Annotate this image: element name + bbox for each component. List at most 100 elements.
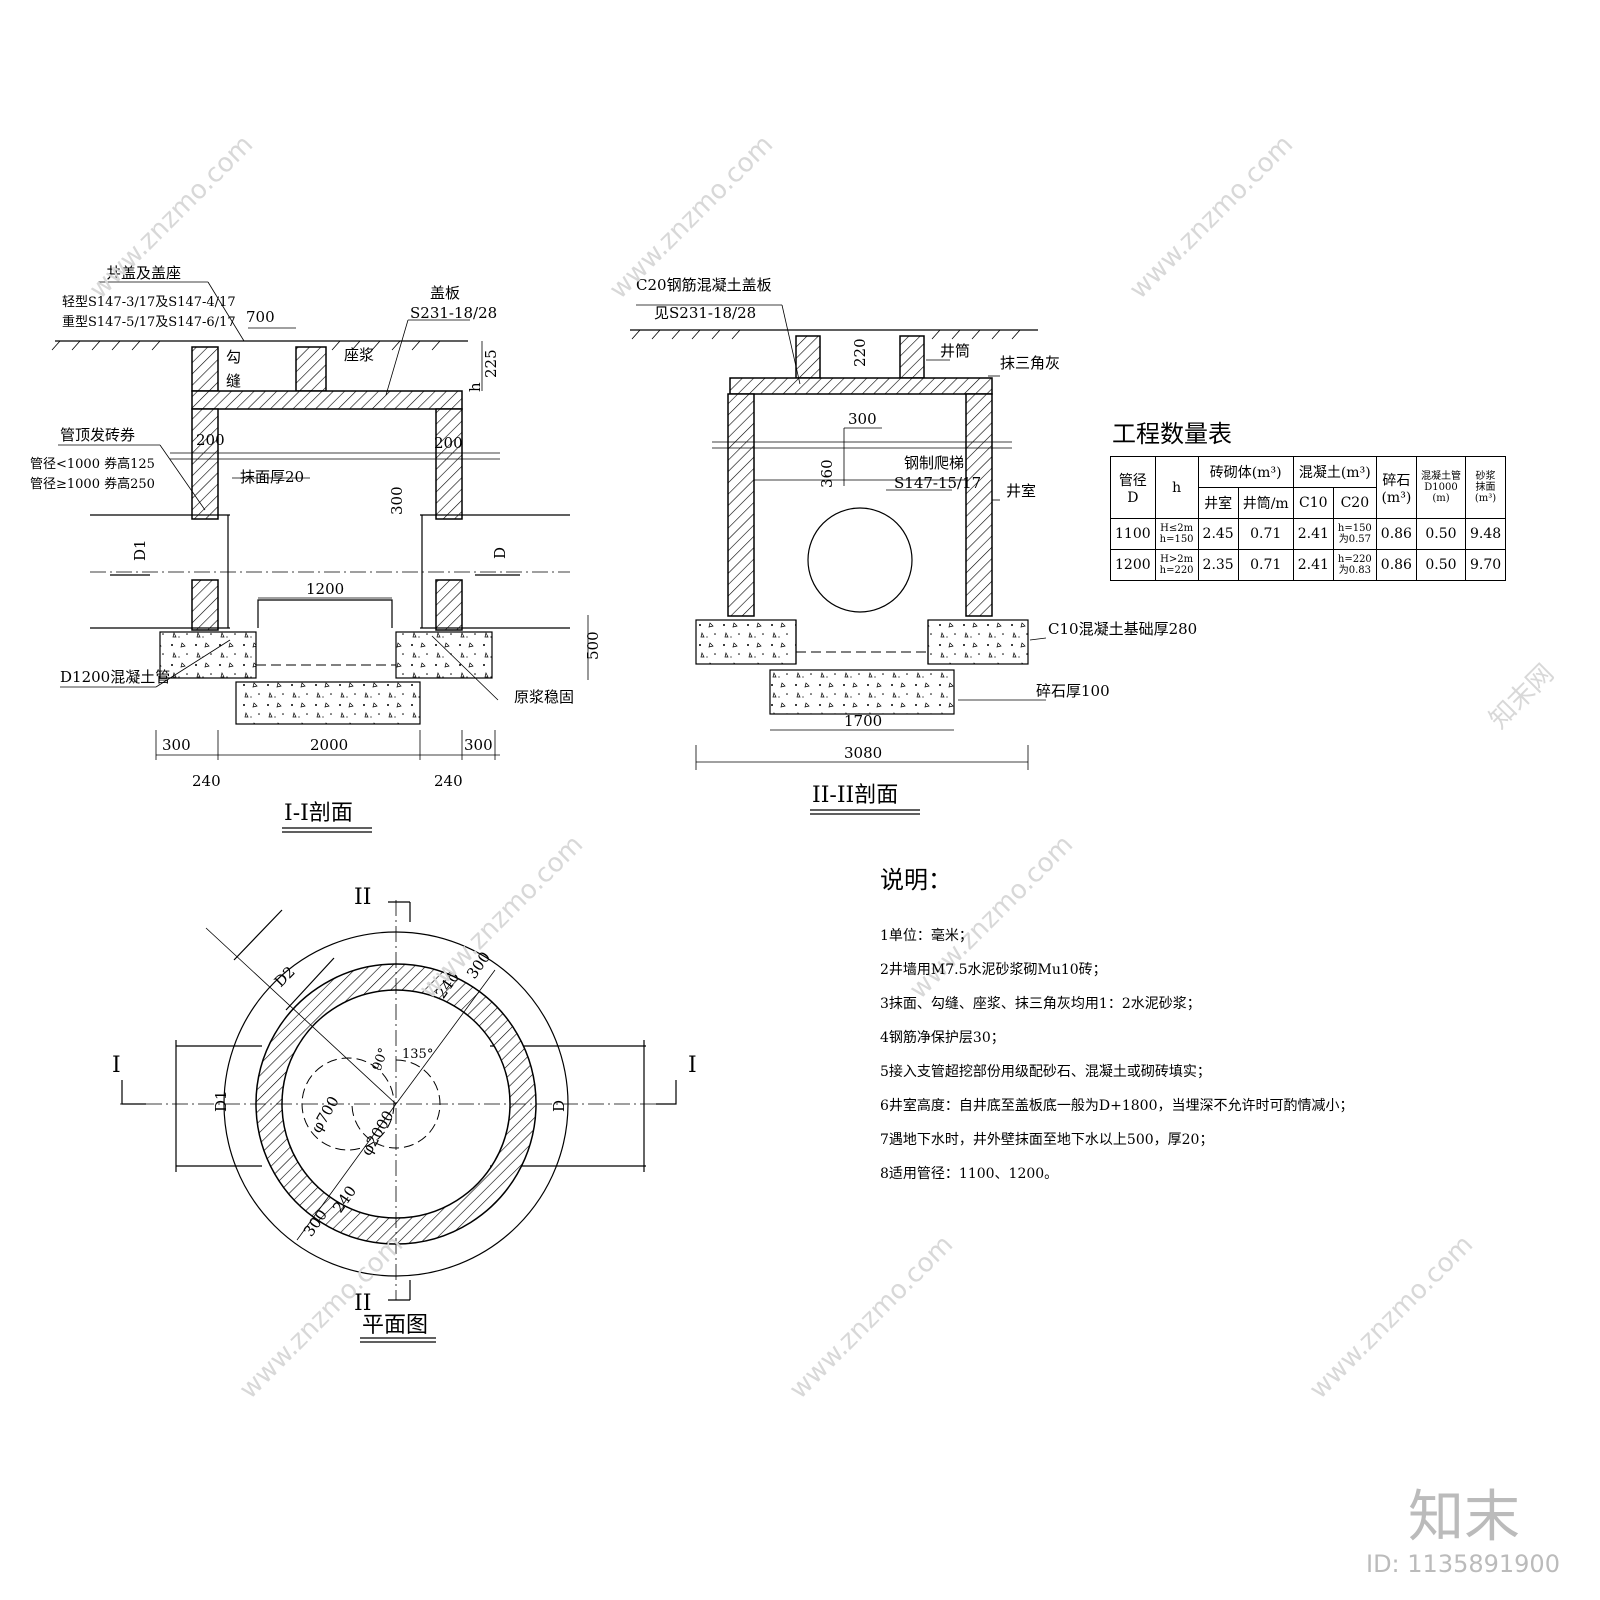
plan-view: II II I I D1 D D2 φ700 φ2000 90° 135° 24… — [112, 885, 697, 1343]
plan-angle-90: 90° — [370, 1046, 392, 1073]
label-arch: 管顶发砖券 — [60, 426, 135, 444]
section-1: 井盖及盖座 轻型S147-3/17及S147-4/17 重型S147-5/17及… — [30, 264, 602, 833]
note-item: 1单位：毫米； — [880, 928, 973, 944]
watermark-text: www.znzmo.com — [784, 1230, 959, 1405]
table-header-cell: 混凝土(m³) — [1292, 456, 1377, 488]
dim-240-right: 240 — [434, 772, 463, 790]
table-cell: 2.41 — [1292, 518, 1334, 550]
dim-1700: 1700 — [844, 712, 882, 730]
dim-200-left: 200 — [196, 431, 225, 449]
cut-ii-bottom: II — [354, 1291, 371, 1316]
table-header-cell: 碎石(m³) — [1375, 456, 1417, 519]
table-cell: 0.50 — [1415, 518, 1466, 550]
watermark-text: www.znzmo.com — [1124, 130, 1299, 305]
table-cell: 0.71 — [1237, 518, 1294, 550]
label-joint-2: 缝 — [226, 372, 241, 390]
table-header-cell: 砖砌体(m³) — [1197, 456, 1294, 488]
brand-logo: 知末 — [1408, 1485, 1520, 1550]
watermark-brand: 知末网 — [1484, 659, 1560, 735]
dim-3080: 3080 — [844, 744, 882, 762]
table-cell: 2.35 — [1197, 549, 1239, 581]
table-cell: 9.70 — [1464, 549, 1507, 581]
label-grout: 原浆稳固 — [514, 688, 574, 706]
notes-title: 说明： — [880, 866, 952, 894]
note-item: 5接入支管超挖部份用级配砂石、混凝土或砌砖填实； — [880, 1064, 1211, 1080]
label-pipe-d: D — [491, 547, 509, 559]
label-light-type: 轻型S147-3/17及S147-4/17 — [62, 295, 236, 310]
label-joint: 勾 — [226, 348, 241, 366]
dim-240-left: 240 — [192, 772, 221, 790]
label-gravel: 碎石厚100 — [1036, 682, 1110, 700]
table-cell: 0.86 — [1375, 518, 1417, 550]
cut-i-left: I — [112, 1053, 121, 1078]
dim-h: h — [466, 382, 484, 392]
table-header-cell: 井筒/m — [1237, 487, 1294, 519]
dim-2000: 2000 — [310, 736, 348, 754]
section-2-title: II-II剖面 — [812, 783, 898, 808]
note-item: 2井墙用M7.5水泥砂浆砌Mu10砖； — [880, 962, 1107, 978]
table-header-cell: C20 — [1332, 487, 1377, 519]
dim-220: 220 — [851, 338, 869, 367]
note-item: 7遇地下水时，井外壁抹面至地下水以上500，厚20； — [880, 1132, 1214, 1148]
dim-1200: 1200 — [306, 580, 344, 598]
table-header-cell: h — [1154, 456, 1199, 519]
dim-200-right: 200 — [434, 434, 463, 452]
label-cover-seat: 井盖及盖座 — [106, 264, 181, 282]
label-shaft: 井筒 — [940, 342, 970, 360]
watermark: www.znzmo.com www.znzmo.com www.znzmo.co… — [84, 130, 1560, 1405]
plan-title: 平面图 — [362, 1313, 428, 1338]
plan-d1: D1 — [212, 1090, 230, 1112]
label-c10-base: C10混凝土基础厚280 — [1048, 620, 1197, 638]
label-pipe-d1: D1 — [131, 539, 149, 561]
dim-500: 500 — [584, 631, 602, 660]
label-pipe-type: D1200混凝土管 — [60, 668, 170, 686]
dim-300-vertical: 300 — [388, 486, 406, 515]
table-cell: 0.50 — [1415, 549, 1466, 581]
plan-phi700: φ700 — [308, 1093, 343, 1136]
note-item: 6井室高度：自井底至盖板底一般为D+1800，当埋深不允许时可酌情减小； — [880, 1098, 1354, 1114]
label-ladder-ref: S147-15/17 — [894, 474, 981, 492]
table-cell: 0.71 — [1237, 549, 1294, 581]
label-plaster: 抹面厚20 — [240, 468, 304, 486]
dim-360: 360 — [818, 459, 836, 488]
label-cover-plate-ref: S231-18/28 — [410, 304, 497, 322]
table-cell: 2.45 — [1197, 518, 1239, 550]
label-fillet: 抹三角灰 — [1000, 354, 1060, 372]
table-title: 工程数量表 — [1112, 420, 1232, 448]
table-cell: 1100 — [1110, 518, 1156, 550]
dim-225: 225 — [482, 349, 500, 378]
dim-300-left: 300 — [162, 736, 191, 754]
label-heavy-type: 重型S147-5/17及S147-6/17 — [62, 314, 236, 330]
plan-angle-135: 135° — [402, 1047, 433, 1062]
table-header-cell: 砂浆抹面(m³) — [1464, 456, 1507, 519]
watermark-text: www.znzmo.com — [1304, 1230, 1479, 1405]
label-cover-plate: 盖板 — [430, 284, 460, 302]
plan-d: D — [550, 1100, 568, 1112]
cut-i-right: I — [688, 1053, 697, 1078]
table-header-cell: C10 — [1292, 487, 1334, 519]
label-arch-small: 管径<1000 券高125 — [30, 456, 155, 472]
section-1-title: I-I剖面 — [284, 801, 353, 826]
note-item: 3抹面、勾缝、座浆、抹三角灰均用1：2水泥砂浆； — [880, 996, 1201, 1012]
plan-d2: D2 — [271, 963, 299, 991]
dim-300: 300 — [848, 410, 877, 428]
cut-ii-top: II — [354, 885, 371, 910]
note-item: 4钢筋净保护层30； — [880, 1030, 1005, 1046]
label-ladder: 钢制爬梯 — [904, 454, 964, 472]
label-c20-ref: 见S231-18/28 — [654, 304, 756, 322]
label-arch-large: 管径≥1000 券高250 — [30, 476, 155, 492]
watermark-text: www.znzmo.com — [414, 830, 589, 1005]
table-header-cell: 井室 — [1197, 487, 1239, 519]
dim-700: 700 — [246, 308, 275, 326]
note-item: 8适用管径：1100、1200。 — [880, 1166, 1059, 1182]
